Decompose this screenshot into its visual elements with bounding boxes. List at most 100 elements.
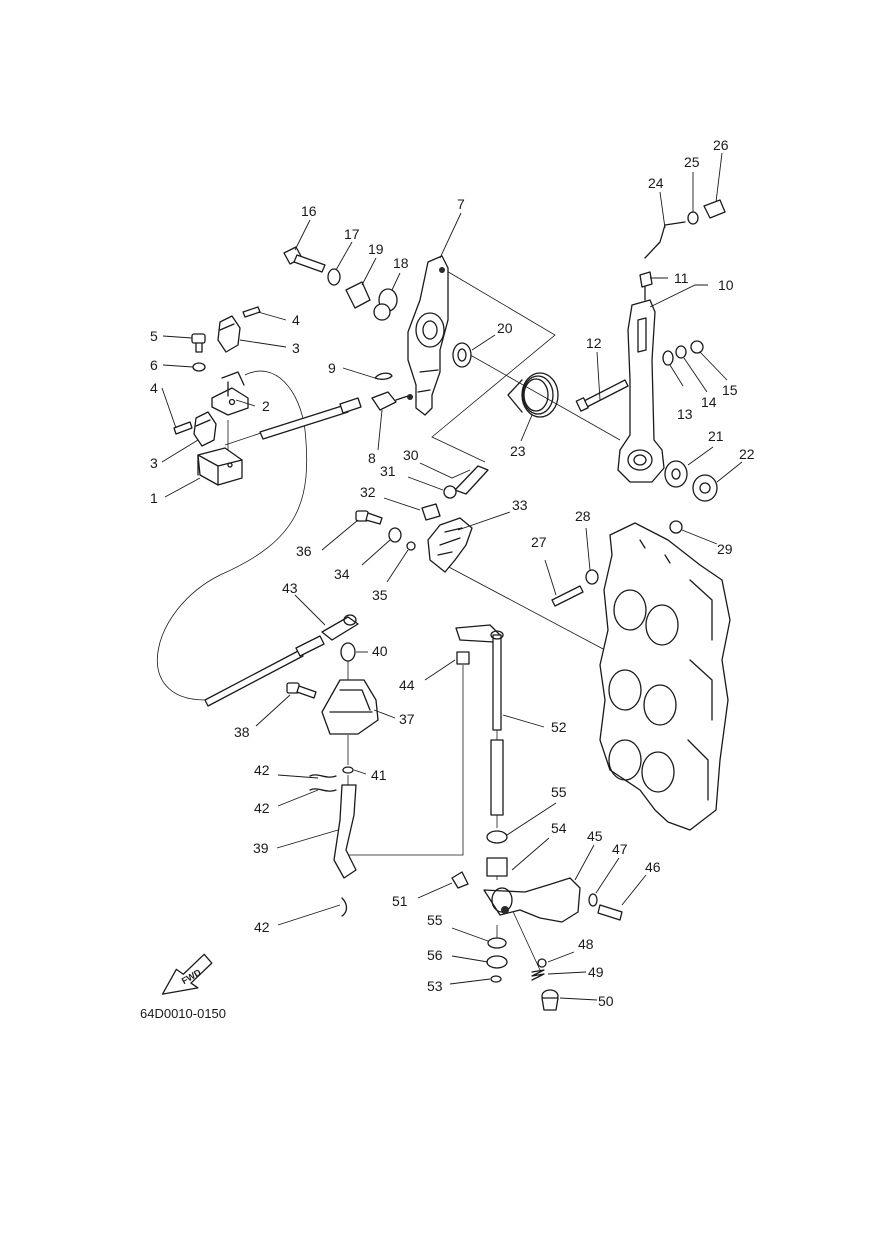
callout-17: 17 xyxy=(344,226,360,242)
callout-33: 33 xyxy=(512,497,528,513)
callout-47: 47 xyxy=(612,841,628,857)
part-22-washer xyxy=(692,474,718,502)
callout-37: 37 xyxy=(399,711,415,727)
callout-42-c: 42 xyxy=(254,919,270,935)
part-34-collar xyxy=(388,527,402,543)
part-4-pin-upper xyxy=(242,306,261,318)
part-30-rod-end xyxy=(454,465,489,495)
callout-48: 48 xyxy=(578,936,594,952)
part-54-bushing xyxy=(486,857,508,877)
diagram-code: 64D0010-0150 xyxy=(140,1006,226,1021)
callout-41: 41 xyxy=(371,767,387,783)
link-7-23 xyxy=(431,269,556,463)
part-48-ball xyxy=(537,958,547,968)
callout-labels: 1 2 3 3 4 4 5 6 7 8 9 10 11 12 13 14 15 … xyxy=(150,137,755,1009)
part-56-washer xyxy=(486,955,508,969)
callout-38: 38 xyxy=(234,724,250,740)
callout-45: 45 xyxy=(587,828,603,844)
callout-4-upper: 4 xyxy=(292,312,300,328)
part-13-spring xyxy=(662,350,674,366)
callout-15: 15 xyxy=(722,382,738,398)
callout-21: 21 xyxy=(708,428,724,444)
part-46-bolt xyxy=(597,904,623,921)
fwd-arrow-icon: FWD xyxy=(161,953,213,995)
callout-49: 49 xyxy=(588,964,604,980)
part-1-cable-bracket xyxy=(197,447,243,486)
callout-14: 14 xyxy=(701,394,717,410)
callout-46: 46 xyxy=(645,859,661,875)
callout-29: 29 xyxy=(717,541,733,557)
callout-54: 54 xyxy=(551,820,567,836)
callout-23: 23 xyxy=(510,443,526,459)
callout-13: 13 xyxy=(677,406,693,422)
callout-11: 11 xyxy=(674,270,689,286)
connection-lines xyxy=(156,269,621,971)
part-31-nut xyxy=(443,485,457,499)
callout-5: 5 xyxy=(150,328,158,344)
callout-3-lower: 3 xyxy=(150,455,158,471)
part-3-clip-lower xyxy=(193,411,217,447)
part-14-nut xyxy=(675,345,687,359)
callout-55-lower: 55 xyxy=(427,912,443,928)
callout-36: 36 xyxy=(296,543,312,559)
callout-34: 34 xyxy=(334,566,350,582)
throttle-cable-loop xyxy=(156,370,308,701)
intake-manifold-block xyxy=(599,522,731,831)
part-53-circlip xyxy=(490,975,502,983)
part-17-washer xyxy=(327,268,341,286)
part-40-collar xyxy=(340,642,356,662)
part-19-collar xyxy=(345,281,371,309)
part-10-throttle-lever xyxy=(617,299,665,483)
part-8-cable-joint xyxy=(371,391,413,411)
part-52-shaft xyxy=(455,624,504,816)
part-43-cable-end xyxy=(204,614,359,707)
cable-tube xyxy=(259,397,362,440)
callout-31: 31 xyxy=(380,463,396,479)
part-20-bushing xyxy=(452,342,472,368)
part-12-bolt xyxy=(581,379,629,409)
part-32-fitting xyxy=(421,503,441,521)
callout-25: 25 xyxy=(684,154,700,170)
part-7-throttle-cam xyxy=(407,255,449,416)
callout-1: 1 xyxy=(150,490,158,506)
callout-28: 28 xyxy=(575,508,591,524)
callout-9: 9 xyxy=(328,360,336,376)
part-16-bolt xyxy=(283,246,326,273)
part-drawings: FWD xyxy=(161,199,731,1011)
callout-39: 39 xyxy=(253,840,269,856)
part-3-clip-upper xyxy=(217,315,241,353)
callout-10: 10 xyxy=(718,277,734,293)
part-45-lever xyxy=(483,877,581,923)
callout-55-upper: 55 xyxy=(551,784,567,800)
part-55-washer-upper xyxy=(486,830,508,844)
part-35-washer xyxy=(406,541,416,551)
callout-26: 26 xyxy=(713,137,729,153)
callout-50: 50 xyxy=(598,993,614,1009)
callout-43: 43 xyxy=(282,580,298,596)
callout-16: 16 xyxy=(301,203,317,219)
callout-40: 40 xyxy=(372,643,388,659)
part-27-bolt xyxy=(551,585,584,607)
part-44-screw xyxy=(456,651,470,665)
part-49-spring xyxy=(531,969,545,981)
part-42-clip-a xyxy=(309,774,337,778)
part-21-washer xyxy=(664,460,688,488)
part-50-plug xyxy=(541,989,559,1011)
part-11-ball-joint xyxy=(639,271,653,301)
part-41-washer xyxy=(342,766,354,774)
part-55-washer-lower xyxy=(487,937,507,949)
callout-56: 56 xyxy=(427,947,443,963)
part-29-screw xyxy=(669,520,683,534)
callout-42-b: 42 xyxy=(254,800,270,816)
part-51-grease-fitting xyxy=(451,871,469,889)
part-6-washer xyxy=(192,362,206,372)
part-37-link-bracket xyxy=(321,679,379,735)
part-5-bolt xyxy=(191,333,206,353)
part-2-cable-holder xyxy=(211,371,249,416)
part-15-cap xyxy=(690,340,704,354)
part-36-bolt xyxy=(355,510,383,525)
callout-8: 8 xyxy=(368,450,376,466)
part-24-link-rod xyxy=(644,221,686,259)
part-42-clip-b xyxy=(309,788,337,792)
